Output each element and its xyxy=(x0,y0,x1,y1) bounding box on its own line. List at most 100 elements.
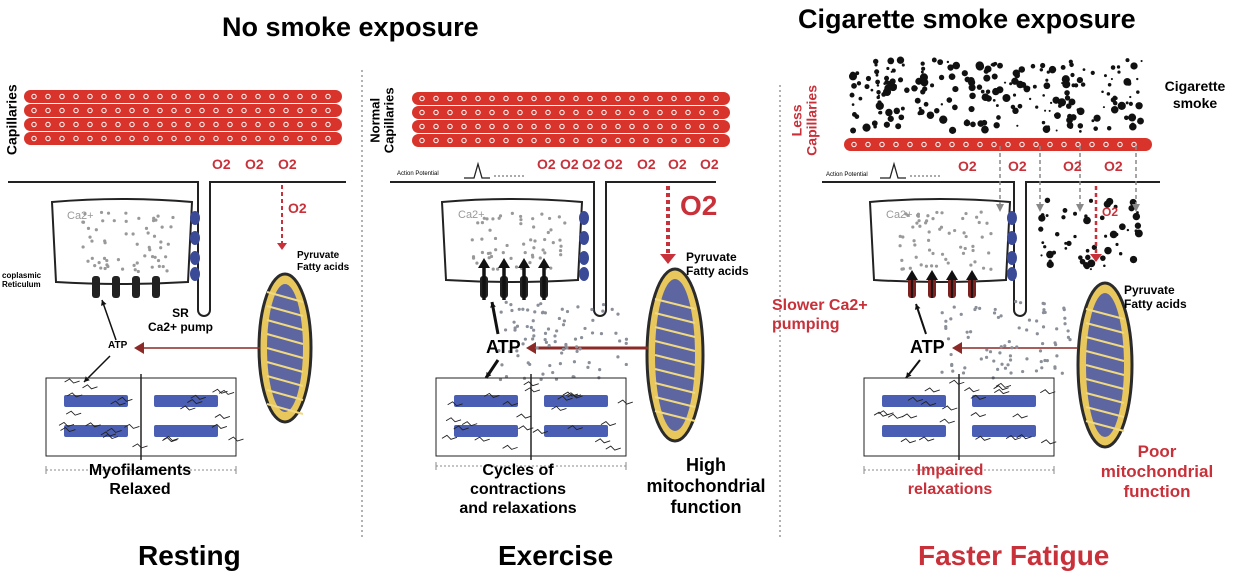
actin-filament xyxy=(474,436,490,442)
calcium-ion xyxy=(81,220,85,224)
red-cell xyxy=(587,109,593,116)
calcium-ion xyxy=(575,345,579,349)
crista xyxy=(1085,420,1125,432)
calcium-ion xyxy=(964,234,968,239)
calcium-ion xyxy=(985,348,989,352)
actin-filament xyxy=(187,399,203,405)
red-cell xyxy=(325,135,331,142)
smoke-particle xyxy=(1046,70,1050,74)
red-cell xyxy=(297,93,303,100)
smoke-particle xyxy=(884,75,890,81)
smoke-particle xyxy=(1055,129,1058,132)
calcium-ion xyxy=(475,261,479,265)
smoke-particle xyxy=(975,61,984,70)
capillary-vessel xyxy=(24,118,342,131)
exercise-capillaries-label: Normal Capillaries xyxy=(367,87,397,154)
red-cell xyxy=(935,141,941,148)
red-cell xyxy=(531,137,537,144)
smoke-particle xyxy=(1035,105,1039,109)
calcium-ion xyxy=(1018,301,1023,305)
calcium-ion xyxy=(926,238,931,242)
calcium-ion xyxy=(973,260,977,264)
smoke-particle xyxy=(889,78,896,85)
red-cell xyxy=(115,93,121,100)
smoke-particle xyxy=(993,122,1000,129)
red-cell xyxy=(601,109,607,116)
calcium-ion xyxy=(509,303,513,307)
smoke-particle xyxy=(1082,68,1086,72)
red-cell xyxy=(143,93,149,100)
red-cell xyxy=(311,107,317,114)
arrowhead xyxy=(478,258,490,268)
smoke-particle xyxy=(938,74,945,81)
actin-filament xyxy=(524,387,541,393)
smoke-particle xyxy=(1012,93,1017,97)
arrowhead xyxy=(952,342,962,354)
smoke-particle xyxy=(1016,80,1024,89)
calcium-ion xyxy=(931,251,935,256)
calcium-ion xyxy=(1041,301,1045,305)
smoke-particle xyxy=(900,106,905,111)
calcium-ion xyxy=(944,257,948,261)
calcium-ion xyxy=(551,370,555,375)
calcium-ion xyxy=(961,251,966,255)
calcium-ion xyxy=(561,347,566,351)
calcium-ion xyxy=(931,217,935,221)
actin-filament xyxy=(60,426,76,433)
actin-filament xyxy=(124,423,140,429)
actin-filament xyxy=(1040,389,1056,395)
crista xyxy=(266,305,304,317)
calcium-ion xyxy=(996,315,1001,320)
red-cell xyxy=(31,93,37,100)
calcium-ion xyxy=(532,334,536,338)
red-cell xyxy=(545,123,551,130)
crista xyxy=(266,389,304,401)
calcium-ion xyxy=(553,340,557,344)
calcium-ion xyxy=(1063,322,1067,326)
calcium-ion xyxy=(497,348,501,353)
actin-filament xyxy=(924,387,940,393)
capillary-vessel xyxy=(412,106,730,119)
calcium-ion xyxy=(480,250,485,255)
smoke-particle xyxy=(1105,197,1114,206)
calcium-ion xyxy=(578,347,582,351)
calcium-ion xyxy=(529,325,533,330)
red-cell xyxy=(531,123,537,130)
calcium-ion xyxy=(533,239,537,243)
smoke-particle xyxy=(1064,90,1070,96)
smoke-particle xyxy=(996,115,1001,120)
red-cell xyxy=(461,95,467,102)
capillary-vessel xyxy=(844,138,1152,151)
calcium-ion xyxy=(614,331,618,335)
red-cell xyxy=(213,107,219,114)
smoke-particle xyxy=(1016,124,1019,127)
crista xyxy=(1085,378,1125,390)
receptor-channel xyxy=(190,231,200,245)
red-cell xyxy=(503,137,509,144)
red-cell xyxy=(101,121,107,128)
actin-filament xyxy=(918,436,935,442)
calcium-ion xyxy=(900,267,904,271)
smoke-particle xyxy=(1048,65,1057,74)
smoke-particle xyxy=(1110,65,1116,70)
red-cell xyxy=(447,95,453,102)
capillary-vessel xyxy=(412,134,730,147)
actin-filament xyxy=(617,399,633,405)
red-cell xyxy=(587,137,593,144)
smoke-particle xyxy=(1103,74,1107,78)
smoke-particle xyxy=(915,86,918,90)
actin-filament xyxy=(970,411,986,418)
calcium-ion xyxy=(624,362,628,367)
actin-filament xyxy=(970,394,987,400)
red-cell xyxy=(643,123,649,130)
calcium-ion xyxy=(136,269,140,274)
calcium-ion xyxy=(624,341,628,346)
smoke-particle xyxy=(1137,117,1144,125)
smoke-particle xyxy=(1117,70,1121,74)
smoke-particle xyxy=(1062,80,1071,89)
red-cell xyxy=(185,121,191,128)
red-cell xyxy=(157,121,163,128)
calcium-ion xyxy=(1041,325,1046,329)
smoke-particle xyxy=(1041,241,1045,245)
arrowhead xyxy=(926,270,938,280)
